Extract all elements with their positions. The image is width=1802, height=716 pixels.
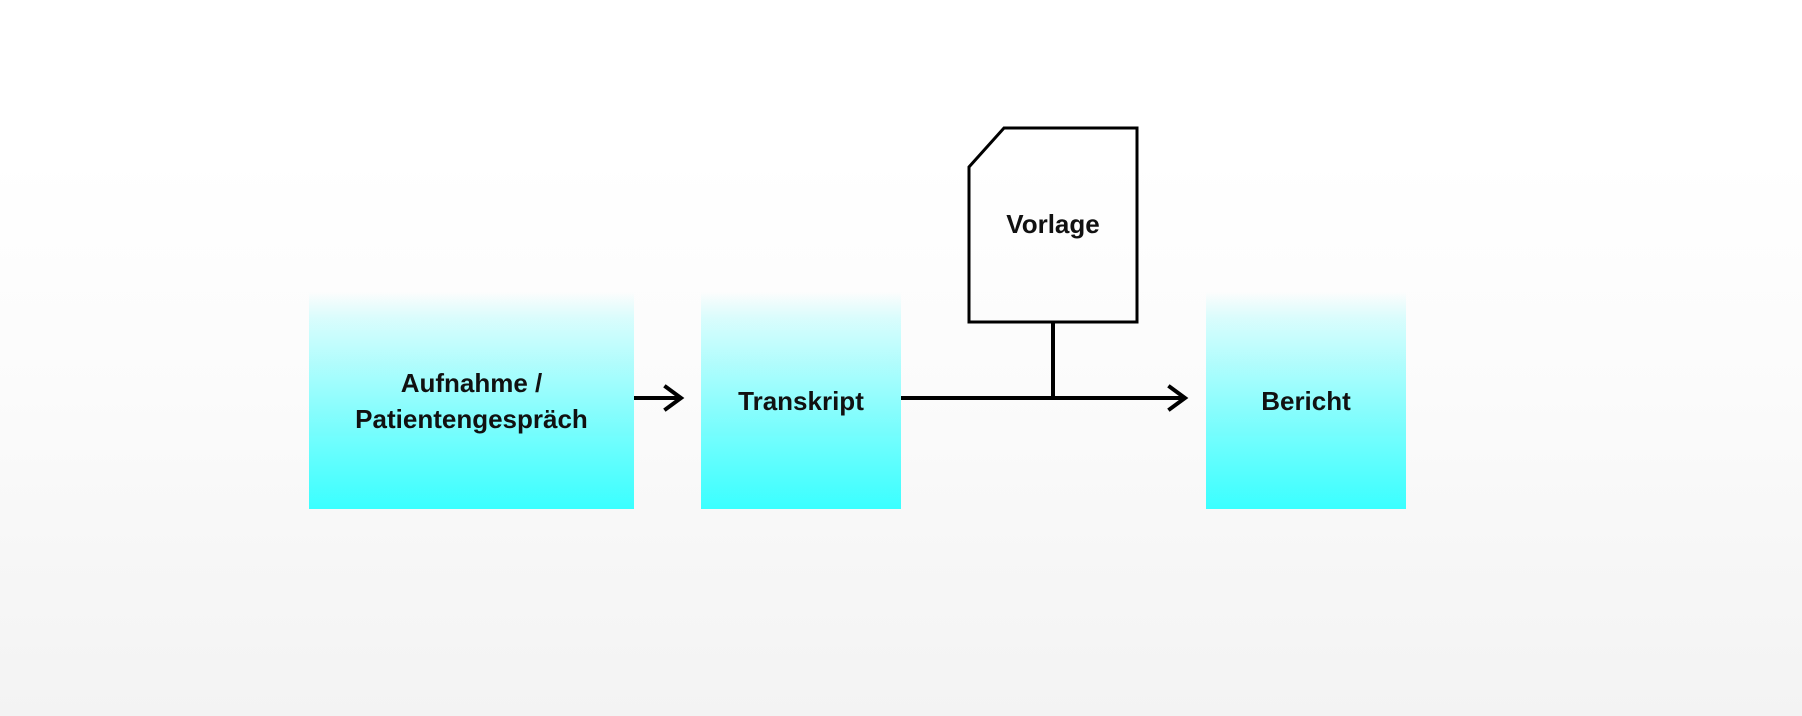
node-aufnahme-label-line2: Patientengespräch bbox=[355, 403, 588, 434]
arrowhead-aufnahme-to-transkript bbox=[663, 384, 685, 412]
node-bericht-label: Bericht bbox=[1261, 385, 1351, 416]
node-transkript-label: Transkript bbox=[738, 385, 864, 416]
node-aufnahme-label-line1: Aufnahme / bbox=[400, 367, 543, 398]
node-transkript: Transkript bbox=[701, 292, 901, 509]
node-bericht: Bericht bbox=[1206, 292, 1406, 509]
arrowhead-transkript-to-bericht bbox=[1167, 384, 1189, 412]
node-aufnahme-label: Aufnahme / Patientengespräch bbox=[355, 365, 588, 437]
node-vorlage-label: Vorlage bbox=[1006, 209, 1100, 239]
node-aufnahme: Aufnahme / Patientengespräch bbox=[309, 292, 634, 509]
